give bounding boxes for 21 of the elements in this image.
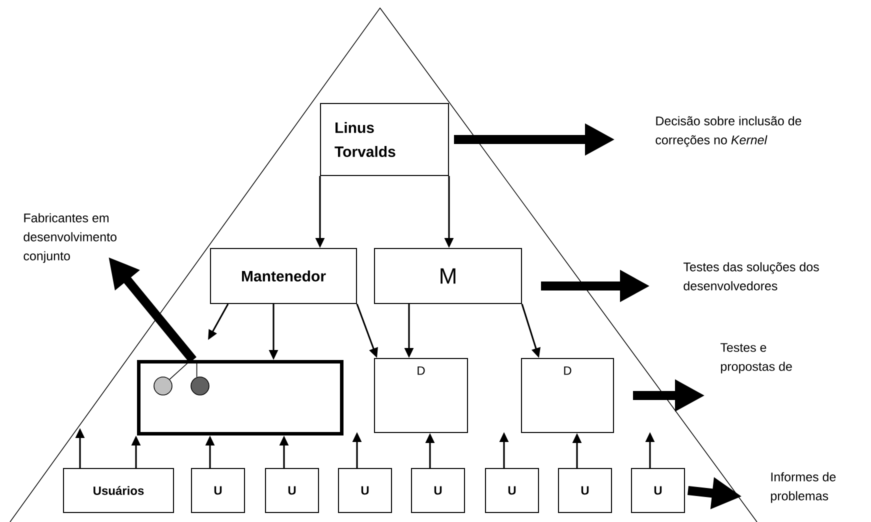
process-box: Usuários [63,468,174,513]
note-text: Testes das soluções dos desenvolvedores [683,262,819,290]
process-box: Linus Torvalds [320,103,449,176]
process-box: D [374,358,468,433]
circle-marker [154,376,172,396]
note-text: Informes de problemas [771,472,836,503]
process-box: U [411,468,465,513]
process-box: M [374,248,522,304]
note-text: Fabricantes em desenvolvimento conjunto [24,213,116,263]
circle-marker [190,376,210,396]
process-box: U [558,468,612,513]
note-text: Decisão sobre inclusão de correções no Kernel [656,116,802,147]
process-box: U [191,468,245,513]
process-box: U [485,468,539,513]
process-box: U [631,468,685,513]
process-box: Mantenedor [210,248,357,304]
process-box: D [521,358,614,433]
process-box: U [338,468,392,513]
group-box [137,360,344,436]
note-text: Testes e propostas de [720,343,792,374]
process-box: U [265,468,319,513]
